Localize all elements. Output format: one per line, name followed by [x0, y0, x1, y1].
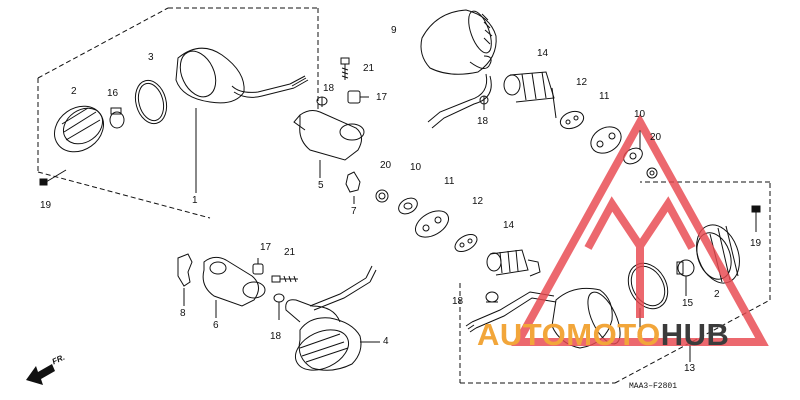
winker-housing-rear-left	[175, 47, 309, 104]
callout-11: 11	[599, 91, 610, 102]
callout-9: 9	[391, 25, 397, 36]
watermark-part-3: HUB	[660, 317, 730, 352]
watermark-triangle-logo	[511, 113, 769, 346]
rubber-11-mid	[414, 210, 450, 238]
lens-left	[54, 105, 104, 153]
callout-10: 10	[410, 162, 422, 173]
callout-14: 14	[537, 48, 549, 59]
bracket-clamp-5	[293, 110, 365, 178]
front-direction-arrow	[26, 364, 55, 385]
watermark-part-1: AUTO	[477, 317, 567, 352]
socket-14-mid	[486, 249, 541, 277]
callout-1: 1	[192, 195, 198, 206]
callout-10: 10	[634, 109, 646, 120]
stay-bracket-8	[177, 253, 193, 306]
callout-8: 8	[180, 308, 186, 319]
bolt-21-bottom	[271, 275, 298, 283]
watermark-text: AUTOMOTOHUB	[477, 317, 729, 353]
washer-18-top	[316, 96, 328, 107]
nut-17-bottom	[252, 258, 264, 275]
callout-11: 11	[444, 176, 455, 187]
rubber-11-top	[590, 126, 622, 154]
bracket-clamp-6	[202, 256, 266, 318]
callout-7: 7	[351, 206, 357, 217]
callout-12: 12	[472, 196, 484, 207]
seal-10-mid	[398, 197, 418, 215]
winker-housing-9	[420, 9, 497, 129]
collar-20-top	[646, 167, 658, 179]
bulb-right	[676, 259, 695, 296]
callout-19: 19	[750, 238, 762, 249]
bolt-21-top	[340, 57, 350, 80]
watermark-part-2: MOTO	[566, 317, 661, 352]
callout-14: 14	[503, 220, 515, 231]
winker-front-4	[285, 265, 380, 371]
gasket-ring-left	[134, 79, 168, 125]
callout-20: 20	[380, 160, 392, 171]
callout-2: 2	[714, 289, 720, 300]
washer-18-lower	[485, 291, 499, 303]
stay-bracket-7	[345, 171, 361, 204]
callout-17: 17	[260, 242, 272, 253]
callout-6: 6	[213, 320, 219, 331]
screw-left-top	[39, 169, 67, 186]
callout-13: 13	[684, 363, 696, 374]
assembly-frame-top-left	[37, 7, 319, 219]
socket-14-top	[503, 71, 557, 119]
diagram-code: MAA3–F2801	[629, 382, 678, 391]
bulb-left	[109, 107, 125, 129]
callout-18: 18	[270, 331, 282, 342]
nut-17-top	[347, 90, 369, 104]
callout-15: 15	[682, 298, 694, 309]
callout-12: 12	[576, 77, 588, 88]
callout-20: 20	[650, 132, 662, 143]
callout-3: 3	[637, 330, 643, 341]
plate-12-top	[559, 110, 585, 130]
callout-18: 18	[477, 116, 489, 127]
callout-5: 5	[318, 180, 324, 191]
seal-10-top	[623, 130, 643, 165]
callout-21: 21	[284, 247, 296, 258]
callout-17: 17	[376, 92, 388, 103]
callout-18: 18	[452, 296, 464, 307]
callout-3: 3	[148, 52, 154, 63]
plate-12-mid	[454, 233, 478, 253]
washer-18-bottom	[273, 293, 285, 320]
callout-16: 16	[107, 88, 119, 99]
callout-2: 2	[71, 86, 77, 97]
collar-20-mid	[375, 189, 389, 203]
washer-18-right	[479, 95, 489, 110]
callout-19: 19	[40, 200, 52, 211]
callout-18: 18	[323, 83, 335, 94]
callout-21: 21	[363, 63, 375, 74]
callout-4: 4	[383, 336, 389, 347]
screw-19-right	[751, 205, 761, 232]
